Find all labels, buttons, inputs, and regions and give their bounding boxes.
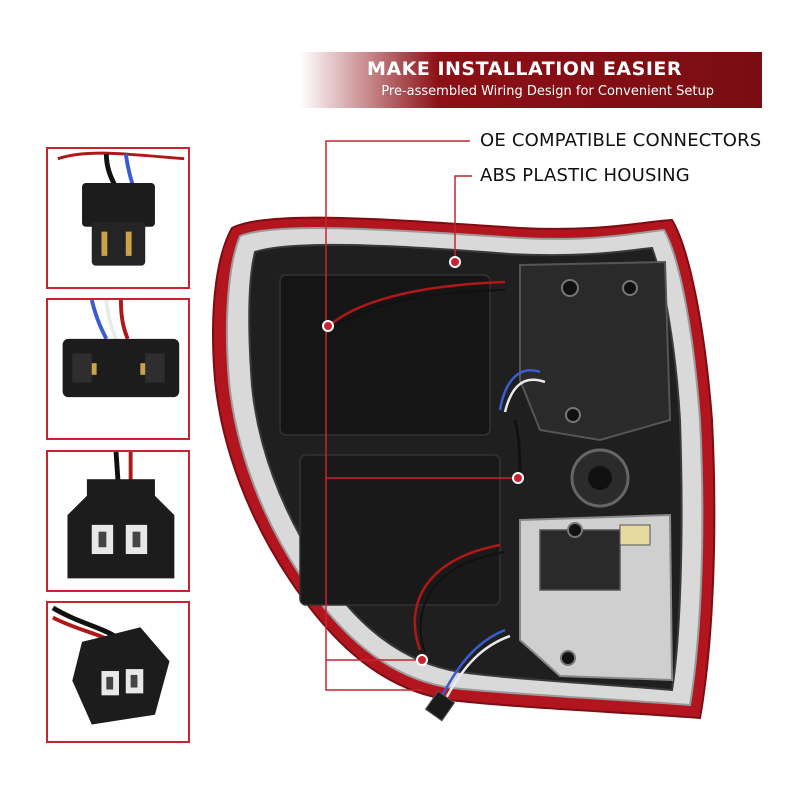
housing-lower-panel (299, 454, 501, 606)
thumbnail-connector-harness (46, 601, 190, 743)
housing-upper-panel (279, 274, 491, 436)
callout-line-housing (454, 175, 472, 262)
callout-connectors-label: OE COMPATIBLE CONNECTORS (480, 130, 762, 151)
connector-harness-icon (51, 605, 170, 725)
mounting-bracket-top (519, 260, 672, 442)
thumbnail-connector-block (46, 298, 190, 440)
thumbnail-connector-plug (46, 147, 190, 289)
installation-banner: MAKE INSTALLATION EASIER Pre-assembled W… (300, 52, 762, 108)
banner-subtitle: Pre-assembled Wiring Design for Convenie… (381, 84, 714, 99)
thumbnail-connector-socket (46, 450, 190, 592)
callout-dot (416, 654, 428, 666)
callout-line-connectors (325, 140, 470, 691)
banner-title: MAKE INSTALLATION EASIER (367, 58, 682, 80)
callout-housing-label: ABS PLASTIC HOUSING (480, 165, 690, 186)
connector-block-icon (62, 300, 180, 398)
connector-socket-icon (67, 452, 175, 579)
wire-harness-upper (329, 280, 506, 326)
connector-plug-icon (57, 151, 185, 266)
callout-dot (512, 472, 524, 484)
wire-harness-lower (413, 543, 501, 651)
callout-dot (322, 320, 334, 332)
callout-dot (449, 256, 461, 268)
